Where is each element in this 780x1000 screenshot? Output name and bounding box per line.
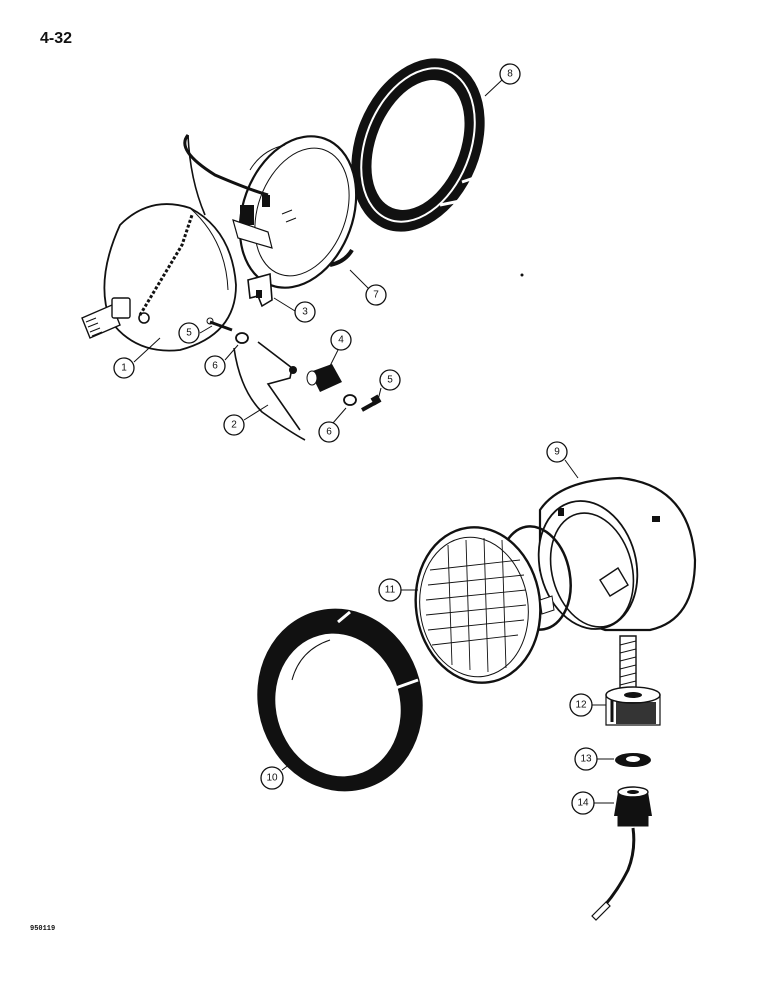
callout-6-right: 6 bbox=[318, 421, 340, 443]
part-6-washer-left bbox=[235, 332, 249, 344]
part-10-rubber-ring bbox=[257, 608, 423, 794]
figure-code: 950119 bbox=[30, 925, 56, 933]
callout-1: 1 bbox=[113, 357, 135, 379]
part-3-clip bbox=[247, 272, 273, 308]
callout-12: 12 bbox=[569, 693, 593, 717]
callout-5-left: 5 bbox=[178, 322, 200, 344]
part-2-wire-lead bbox=[183, 134, 306, 441]
stray-mark bbox=[520, 273, 524, 277]
callout-5-right: 5 bbox=[379, 369, 401, 391]
callout-3: 3 bbox=[294, 301, 316, 323]
svg-text:5: 5 bbox=[186, 328, 192, 339]
part-6-washer-right bbox=[343, 394, 357, 406]
part-11-lens bbox=[414, 526, 555, 684]
callout-7: 7 bbox=[365, 284, 387, 306]
part-7-sealed-beam-lamp bbox=[232, 135, 358, 289]
svg-text:10: 10 bbox=[266, 773, 278, 784]
svg-text:5: 5 bbox=[387, 375, 393, 386]
svg-text:4: 4 bbox=[338, 335, 344, 346]
svg-text:9: 9 bbox=[554, 447, 560, 458]
callout-8: 8 bbox=[499, 63, 521, 85]
pigtail-wire bbox=[591, 827, 636, 921]
svg-text:2: 2 bbox=[231, 420, 237, 431]
callout-2: 2 bbox=[223, 414, 245, 436]
svg-text:3: 3 bbox=[302, 307, 308, 318]
callout-10: 10 bbox=[260, 766, 284, 790]
svg-text:11: 11 bbox=[385, 585, 396, 596]
svg-text:13: 13 bbox=[580, 754, 592, 765]
callout-6-left: 6 bbox=[204, 355, 226, 377]
part-14-nut bbox=[614, 786, 652, 827]
callout-4: 4 bbox=[330, 329, 352, 351]
part-1-housing bbox=[81, 203, 237, 352]
svg-text:1: 1 bbox=[121, 363, 127, 374]
svg-text:6: 6 bbox=[326, 427, 332, 438]
svg-text:14: 14 bbox=[577, 798, 589, 809]
svg-text:8: 8 bbox=[507, 69, 513, 80]
part-13-washer bbox=[615, 753, 651, 767]
svg-text:7: 7 bbox=[373, 290, 379, 301]
part-9-rear-housing bbox=[537, 476, 697, 691]
callout-9: 9 bbox=[546, 441, 568, 463]
callout-14: 14 bbox=[571, 791, 595, 815]
callout-13: 13 bbox=[574, 747, 598, 771]
callout-leaders bbox=[133, 79, 614, 804]
part-8-rubber-ring bbox=[351, 58, 485, 232]
part-12-spacer bbox=[605, 686, 661, 726]
page-number: 4-32 bbox=[40, 30, 73, 47]
svg-text:12: 12 bbox=[575, 700, 587, 711]
part-5-bolt-left bbox=[206, 317, 233, 332]
part-4-connector bbox=[306, 364, 342, 392]
callout-11: 11 bbox=[378, 578, 402, 602]
svg-text:6: 6 bbox=[212, 361, 218, 372]
